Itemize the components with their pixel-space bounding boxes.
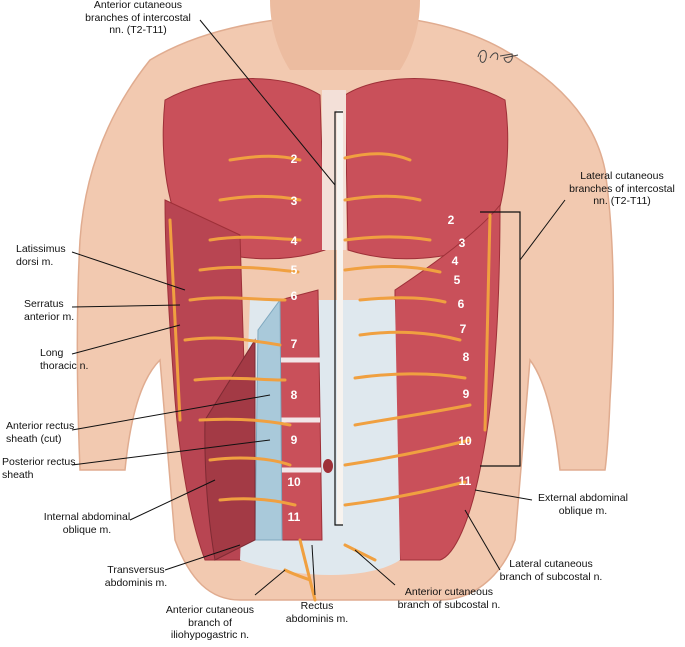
label-anterior-rectus-sheath: Anterior rectus sheath (cut)	[6, 420, 75, 445]
right-rib-numbers: 2 3 4 5 6 7 8 9 10 11	[448, 213, 472, 488]
label-lateral-cutaneous-subcostal: Lateral cutaneous branch of subcostal n.	[499, 558, 603, 583]
label-posterior-rectus-sheath: Posterior rectus sheath	[2, 456, 76, 481]
right-num-11: 11	[459, 474, 472, 488]
right-num-9: 9	[463, 387, 470, 401]
left-num-4: 4	[291, 234, 298, 248]
left-num-3: 3	[291, 194, 298, 208]
label-serratus-anterior: Serratus anterior m.	[24, 298, 75, 323]
left-num-7: 7	[291, 337, 298, 351]
label-long-thoracic: Long thoracic n.	[40, 347, 89, 372]
right-num-6: 6	[458, 297, 465, 311]
right-num-5: 5	[454, 273, 461, 287]
left-num-5: 5	[291, 263, 298, 277]
label-latissimus-dorsi: Latissimus dorsi m.	[16, 243, 66, 268]
left-num-8: 8	[291, 388, 298, 402]
label-anterior-cutaneous-subcostal: Anterior cutaneous branch of subcostal n…	[397, 586, 501, 611]
right-num-10: 10	[458, 434, 472, 448]
right-num-8: 8	[463, 350, 470, 364]
left-num-6: 6	[291, 289, 298, 303]
left-num-10: 10	[287, 475, 301, 489]
internal-oblique-left	[204, 338, 256, 561]
left-num-2: 2	[291, 152, 298, 166]
left-rib-numbers: 2 3 4 5 6 7 8 9 10 11	[287, 152, 301, 524]
intercostal-nerves	[168, 152, 492, 602]
label-anterior-cutaneous-intercostal: Anterior cutaneous branches of intercost…	[85, 0, 191, 36]
label-internal-abdominal-oblique: Internal abdominal oblique m.	[43, 511, 131, 536]
bracket-anterior	[334, 111, 343, 526]
left-num-9: 9	[291, 433, 298, 447]
artist-signature	[477, 49, 519, 63]
neck	[270, 0, 420, 70]
right-num-7: 7	[460, 322, 467, 336]
posterior-rectus-sheath	[254, 298, 283, 541]
label-external-abdominal-oblique: External abdominal oblique m.	[538, 492, 628, 517]
leader-lines	[71, 19, 566, 596]
left-num-11: 11	[288, 510, 301, 524]
pectoralis-right	[344, 78, 509, 260]
umbilicus	[323, 459, 333, 473]
label-rectus-abdominis: Rectus abdominis m.	[285, 600, 349, 625]
right-num-2: 2	[448, 213, 455, 227]
label-transversus-abdominis: Transversus abdominis m.	[104, 564, 168, 589]
label-lateral-cutaneous-intercostal: Lateral cutaneous branches of intercosta…	[569, 170, 675, 207]
bracket-lateral	[480, 211, 521, 467]
right-num-4: 4	[452, 254, 459, 268]
right-num-3: 3	[459, 236, 466, 250]
label-anterior-cutaneous-iliohypogastric: Anterior cutaneous branch of iliohypogas…	[165, 604, 255, 641]
